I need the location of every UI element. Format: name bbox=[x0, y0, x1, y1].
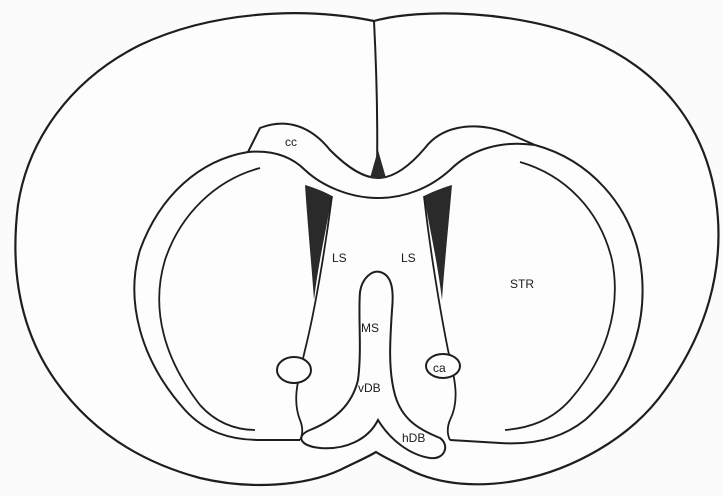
left-anterior-commissure bbox=[277, 357, 311, 383]
label-hdb: hDB bbox=[402, 432, 425, 444]
label-ms: MS bbox=[361, 322, 379, 334]
label-ls-left: LS bbox=[332, 252, 347, 264]
label-cc: cc bbox=[285, 136, 297, 148]
label-ca: ca bbox=[433, 362, 446, 374]
label-vdb: vDB bbox=[358, 382, 381, 394]
label-str: STR bbox=[510, 278, 534, 290]
label-ls-right: LS bbox=[401, 252, 416, 264]
